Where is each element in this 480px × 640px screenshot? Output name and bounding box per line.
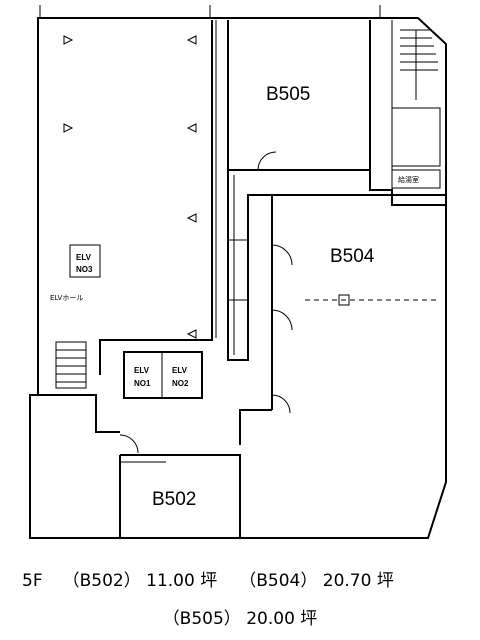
- corridor-shaft: [227, 239, 249, 301]
- west-office-wall: [99, 20, 213, 375]
- kitchenette-box: [391, 169, 441, 189]
- room-b502-door-swing: [119, 434, 139, 454]
- east-stairs: [400, 29, 438, 100]
- room-label-b502: B502: [152, 489, 196, 510]
- unit-b502-name: （B502）: [62, 571, 141, 591]
- room-b504-door-swing-2: [271, 309, 293, 331]
- room-label-b505: B505: [266, 84, 310, 105]
- room-b502-wall: [119, 454, 241, 538]
- elevator-no2-label-2: NO2: [172, 379, 189, 388]
- unit-b505-area: （B505） 20.00 坪: [163, 604, 318, 629]
- elevator-hall-label: ELVホール: [50, 294, 83, 302]
- corridor-wall: [227, 170, 273, 410]
- unit-b504-size: 20.70 坪: [322, 571, 394, 591]
- unit-b505-name: （B505）: [162, 609, 241, 629]
- room-b504-door-swing-1: [271, 244, 293, 266]
- floor-plan: B505 B504 B502 ELV NO3 ELV NO1 ELV NO2 E…: [29, 5, 447, 539]
- elevator-no3-box: [69, 244, 101, 278]
- ceiling-light-markers: [63, 35, 197, 339]
- kitchenette-label: 給湯室: [398, 175, 419, 184]
- unit-b502-area: （B502） 11.00 坪: [63, 566, 218, 591]
- elevator-no3-label-1: ELV: [76, 253, 92, 262]
- unit-b504-area: （B504） 20.70 坪: [239, 566, 394, 591]
- elevator-no2-label-1: ELV: [172, 366, 188, 375]
- elevator-no3-label-2: NO3: [76, 265, 93, 274]
- unit-b502-size: 11.00 坪: [146, 571, 218, 591]
- west-stairs: [55, 341, 87, 389]
- elevator-lobby-box: [123, 351, 203, 399]
- floor-label: 5F: [22, 571, 43, 591]
- elevator-no1-label-1: ELV: [134, 366, 150, 375]
- toilet-block: [391, 107, 441, 167]
- building-outline: [29, 17, 447, 539]
- southwest-divider: [30, 394, 120, 433]
- room-b504-column: [338, 294, 350, 306]
- room-b504-wall: [239, 194, 446, 445]
- room-b505-door-swing: [257, 151, 277, 171]
- area-summary-line-2: （B505） 20.00 坪: [0, 604, 480, 629]
- unit-b505-size: 20.00 坪: [246, 609, 318, 629]
- area-summary-line-1: 5F （B502） 11.00 坪 （B504） 20.70 坪: [0, 566, 480, 591]
- elevator-no1-label-2: NO1: [134, 379, 151, 388]
- unit-b504-name: （B504）: [239, 571, 318, 591]
- room-label-b504: B504: [330, 246, 375, 267]
- room-b504-door-swing-3: [271, 394, 291, 414]
